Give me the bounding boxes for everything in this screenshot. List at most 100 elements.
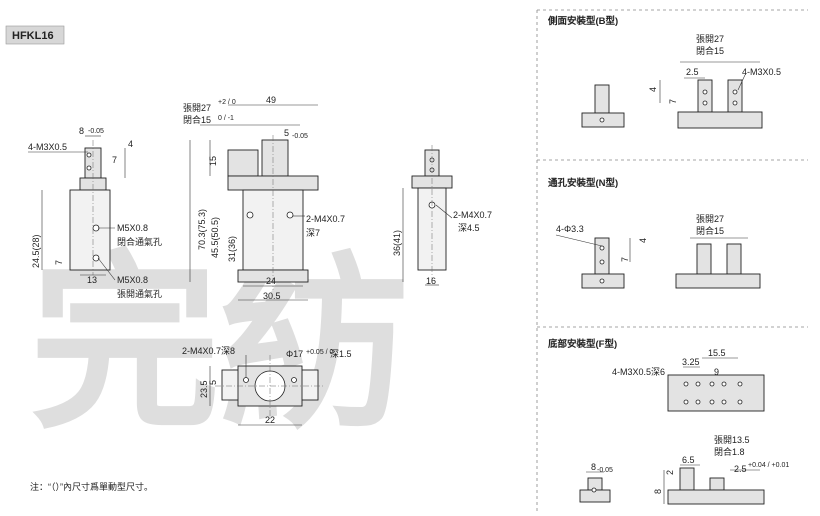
through-hole bbox=[599, 259, 605, 265]
mount-b-jaw bbox=[594, 84, 610, 114]
dim-total: 70.3(75.3) bbox=[197, 209, 207, 250]
watermark: 完紡 bbox=[30, 234, 410, 455]
mount-n-title: 通孔安裝型(N型) bbox=[548, 177, 618, 189]
dim-31: 31(36) bbox=[227, 236, 237, 262]
jaw-right bbox=[261, 139, 289, 177]
bottom-view: 2-M4X0.7深8 Φ17 +0.05 / 0 深1.5 23.5 5 22 bbox=[182, 346, 352, 426]
port2-desc: 張開通氣孔 bbox=[117, 288, 162, 299]
mount-f-base-front bbox=[667, 489, 765, 505]
dim-4: 4 bbox=[128, 139, 133, 149]
mount-f-dim-9: 9 bbox=[714, 367, 719, 377]
side-b-width: 16 bbox=[426, 276, 436, 286]
tap-hole bbox=[709, 399, 715, 405]
tap-hole bbox=[721, 381, 727, 387]
tap-label: 4-M3X0.5 bbox=[28, 142, 67, 152]
tap-hole bbox=[86, 165, 92, 171]
tap-hole bbox=[737, 381, 743, 387]
dim-13: 13 bbox=[87, 275, 97, 285]
tap-hole bbox=[732, 100, 738, 106]
mount-f-tap: 4-M3X0.5深6 bbox=[612, 367, 665, 377]
mount-n-open: 張開27 bbox=[696, 214, 724, 224]
tap-hole bbox=[702, 89, 708, 95]
mount-n: 通孔安裝型(N型) 4-Φ3.3 4 7 張開27 閉合15 bbox=[548, 177, 761, 289]
dim-8: 8 bbox=[79, 126, 84, 136]
mount-b-base-front bbox=[677, 111, 763, 129]
bottom-bore: Φ17 bbox=[286, 349, 303, 359]
front-tap: 2-M4X0.7 bbox=[306, 214, 345, 224]
mount-n-hole: 4-Φ3.3 bbox=[556, 224, 584, 234]
mount-f-dim-325: 3.25 bbox=[682, 357, 700, 367]
mount-f-dim-8-tol: -0.05 bbox=[597, 467, 613, 474]
bottom-w: 22 bbox=[265, 415, 275, 425]
dim-24: 24 bbox=[266, 276, 276, 286]
mount-f-open: 張開13.5 bbox=[714, 435, 750, 445]
mount-f-body bbox=[667, 374, 765, 412]
mount-b-tap: 4-M3X0.5 bbox=[742, 67, 781, 77]
mount-b-dim-7: 7 bbox=[668, 99, 678, 104]
model-label: HFKL16 bbox=[12, 30, 54, 42]
front-view: 49 張開27 +2 / 0 閉合15 0 / -1 5 -0.05 15 70… bbox=[183, 95, 345, 301]
dim-body: 45.5(50.5) bbox=[210, 217, 220, 258]
tap-hole bbox=[695, 381, 701, 387]
bottom-h: 23.5 bbox=[199, 380, 209, 398]
dim-8-tol: -0.05 bbox=[88, 128, 104, 135]
bottom-bore-tol: +0.05 / 0 bbox=[306, 349, 334, 356]
tap-hole bbox=[683, 381, 689, 387]
side-b-tap: 2-M4X0.7 bbox=[453, 210, 492, 220]
tap-hole bbox=[695, 399, 701, 405]
port1-label: M5X0.8 bbox=[117, 223, 148, 233]
mount-b-title: 側面安裝型(B型) bbox=[547, 15, 618, 27]
mount-b-dim-4: 4 bbox=[648, 87, 658, 92]
side-view-a: 8 -0.05 4-M3X0.5 4 7 24.5(28) 7 13 M5X0.… bbox=[28, 126, 162, 299]
dim-49: 49 bbox=[266, 95, 276, 105]
mount-f-dim-65: 6.5 bbox=[682, 455, 695, 465]
tap-hole bbox=[246, 211, 254, 219]
mount-f-dim-8v: 8 bbox=[653, 489, 663, 494]
tap-hole bbox=[721, 399, 727, 405]
tap-hole bbox=[286, 211, 294, 219]
bottom-bore-depth: 深1.5 bbox=[330, 349, 352, 359]
open-tol: +2 / 0 bbox=[218, 99, 236, 106]
mount-f-jaw-r bbox=[709, 477, 725, 491]
mount-n-jaw-l bbox=[696, 243, 712, 275]
mount-n-close: 閉合15 bbox=[696, 225, 724, 236]
tap-hole bbox=[702, 100, 708, 106]
dim-height: 24.5(28) bbox=[31, 234, 41, 268]
bottom-h2: 5 bbox=[208, 380, 218, 385]
through-hole bbox=[599, 278, 605, 284]
tap-hole bbox=[709, 381, 715, 387]
bottom-tap: 2-M4X0.7深8 bbox=[182, 346, 235, 356]
model-label-box: HFKL16 bbox=[5, 25, 65, 45]
close-tol: 0 / -1 bbox=[218, 115, 234, 122]
side-b-height: 36(41) bbox=[392, 230, 402, 256]
mount-n-jaw bbox=[594, 237, 610, 275]
tap-hole bbox=[683, 399, 689, 405]
note-text: 注：“（）”內尺寸爲單動型尺寸。 bbox=[30, 481, 153, 492]
tap-hole bbox=[737, 399, 743, 405]
dim-15: 15 bbox=[208, 156, 218, 166]
tap-hole bbox=[86, 152, 92, 158]
mount-b-close: 閉合15 bbox=[696, 45, 724, 56]
mount-b-dim-25: 2.5 bbox=[686, 67, 699, 77]
body-a bbox=[69, 189, 111, 271]
mount-f-dim-25-tol: +0.04 / +0.01 bbox=[748, 462, 789, 469]
through-hole bbox=[599, 245, 605, 251]
side-b-depth: 深4.5 bbox=[458, 223, 480, 233]
dim-5-tol: -0.05 bbox=[292, 133, 308, 140]
mount-f-title: 底部安裝型(F型) bbox=[547, 338, 617, 350]
dim-30: 30.5 bbox=[263, 291, 281, 301]
mount-n-dim-7: 7 bbox=[620, 257, 630, 262]
mount-n-dim-4: 4 bbox=[638, 238, 648, 243]
tap-hole bbox=[732, 89, 738, 95]
tap-hole bbox=[291, 377, 297, 383]
mount-b-jaw-l bbox=[697, 79, 713, 113]
mount-f-close: 閉合1.8 bbox=[714, 446, 745, 457]
front-depth: 深7 bbox=[306, 228, 320, 238]
mount-f-dim-8: 8 bbox=[591, 462, 596, 472]
dim-7: 7 bbox=[112, 155, 117, 165]
dim-7b: 7 bbox=[54, 260, 64, 265]
mount-b: 側面安裝型(B型) 張開27 閉合15 2.5 4-M3X0.5 4 7 bbox=[547, 15, 781, 129]
mount-f-jaw-l bbox=[679, 467, 695, 491]
